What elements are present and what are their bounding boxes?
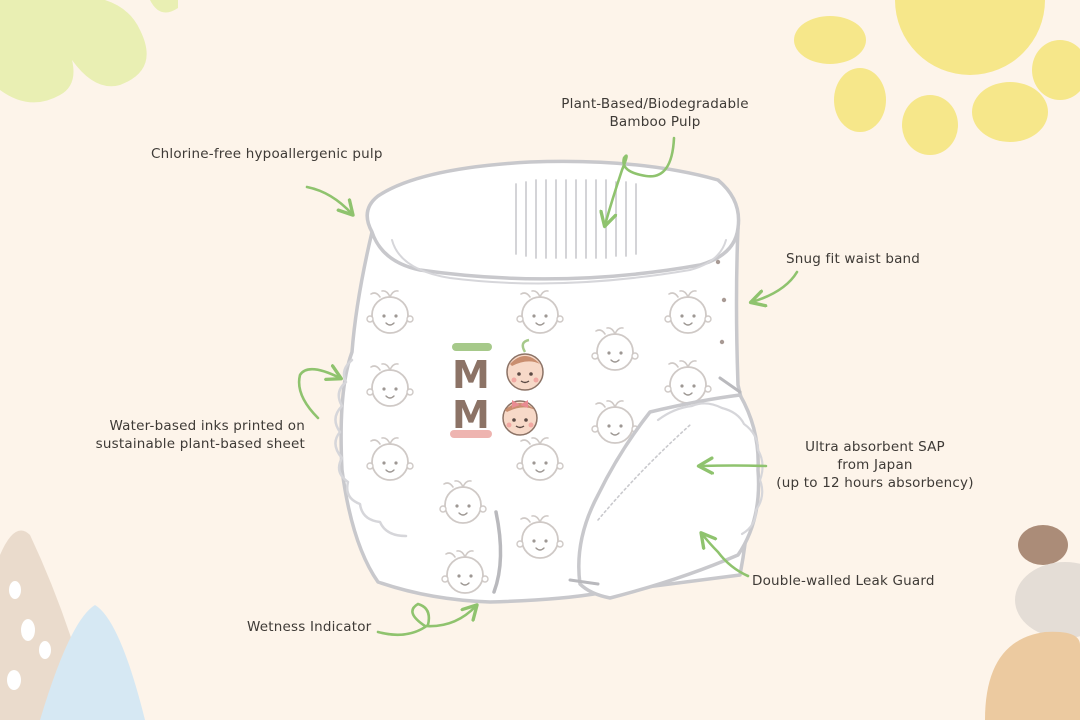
label-waistband: Snug fit waist band <box>786 251 921 267</box>
brand-logo: M M <box>450 338 544 438</box>
label-wetness: Wetness Indicator <box>247 619 372 635</box>
sun-decoration <box>794 0 1080 155</box>
label-sap-line3: (up to 12 hours absorbency) <box>776 475 974 491</box>
label-chlorine-free: Chlorine-free hypoallergenic pulp <box>151 146 383 162</box>
arrow-waistband <box>752 270 799 302</box>
label-inks-line2: sustainable plant-based sheet <box>95 436 305 452</box>
arrow-leak-guard <box>702 534 750 578</box>
label-bamboo-line1: Plant-Based/Biodegradable <box>561 96 749 112</box>
bottom-right-stones-decoration <box>985 525 1080 720</box>
arrow-wetness <box>376 602 476 637</box>
top-left-leaf-decoration <box>0 0 178 103</box>
label-leak-guard: Double-walled Leak Guard <box>752 573 935 589</box>
label-bamboo-pulp: Plant-Based/Biodegradable Bamboo Pulp <box>540 95 770 131</box>
arrow-bamboo-pulp <box>605 136 676 225</box>
label-inks: Water-based inks printed on sustainable … <box>60 417 305 453</box>
arrow-chlorine-free <box>305 185 352 214</box>
diaper-illustration <box>334 159 764 604</box>
label-sap: Ultra absorbent SAP from Japan (up to 12… <box>770 438 980 492</box>
label-sap-line1: Ultra absorbent SAP <box>805 439 945 455</box>
logo-letter-bottom: M <box>452 393 490 437</box>
label-bamboo-line2: Bamboo Pulp <box>609 114 701 130</box>
label-inks-line1: Water-based inks printed on <box>109 418 305 434</box>
logo-girl-face <box>502 400 538 436</box>
bottom-left-mountain-decoration <box>0 530 145 720</box>
callout-arrows <box>297 136 799 637</box>
logo-letter-top: M <box>452 353 490 397</box>
arrow-sap <box>700 466 768 467</box>
arrow-inks <box>297 369 340 420</box>
logo-boy-face <box>506 338 544 391</box>
label-sap-line2: from Japan <box>837 457 913 473</box>
